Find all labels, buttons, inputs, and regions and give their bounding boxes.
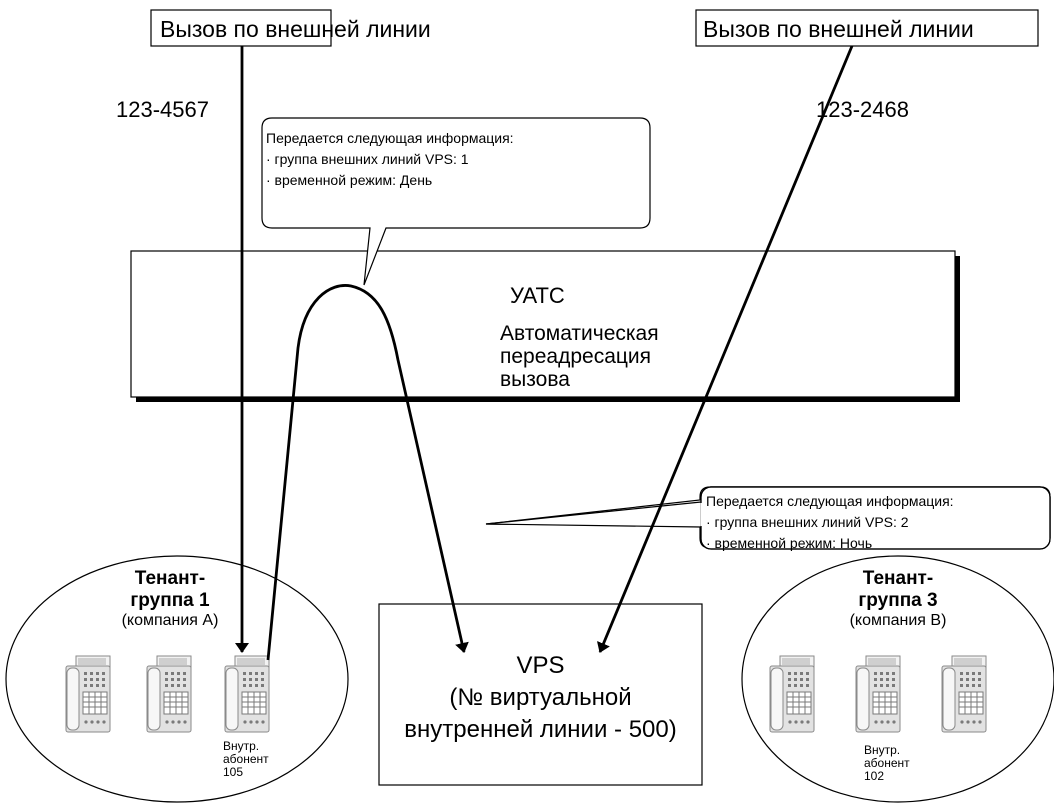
tenant-group-1-company: (компания A) (121, 612, 219, 629)
trunk-call-box-left (150, 9, 332, 47)
vps-label: VPS (№ виртуальной внутренней линии - 50… (379, 650, 702, 746)
call-forward-arrow (266, 284, 469, 661)
tenant-group-1-line1: Тенант- (134, 568, 206, 589)
phone-icon (941, 655, 987, 733)
phone-ext-102-icon (855, 655, 901, 733)
extension-105-line1: Внутр. (223, 739, 260, 753)
trunk-call-right-arrow (596, 45, 854, 653)
trunk-call-label-right: Вызов по внешней линии (703, 16, 974, 42)
tenant-group-3-line2: группа 3 (858, 590, 938, 611)
bubble-left-line2: · временной режим: День (266, 172, 433, 188)
extension-102-line1: Внутр. (864, 743, 901, 757)
bubble-left-title: Передается следующая информация: (266, 130, 514, 146)
info-bubble-left (261, 117, 651, 286)
bubble-right-title: Передается следующая информация: (706, 493, 954, 509)
bubble-right-text: Передается следующая информация: · групп… (706, 491, 954, 554)
extension-102-line2: абонент (864, 756, 910, 770)
extension-102-number: 102 (864, 769, 885, 783)
extension-105-label: Внутр. абонент 105 (223, 740, 269, 779)
pbx-description: Автоматическая переадресация вызова (500, 322, 659, 391)
pbx-line3: вызова (500, 368, 570, 391)
info-bubble-right-tail (485, 501, 702, 528)
pbx-title: УАТС (510, 283, 565, 308)
extension-102-label: Внутр. абонент 102 (864, 744, 910, 783)
tenant-group-3-company: (компания B) (849, 612, 947, 629)
vps-title: VPS (516, 652, 565, 679)
phone-icon (769, 655, 815, 733)
bubble-right-line1: · группа внешних линий VPS: 2 (706, 514, 909, 530)
tenant-group-3-line1: Тенант- (862, 568, 934, 589)
phone-icon (65, 655, 111, 733)
vps-line3: внутренней линии - 500) (404, 716, 677, 743)
trunk-call-box-right (695, 9, 1039, 47)
phone-ext-105-icon (224, 655, 270, 733)
tenant-group-1-label: Тенант- группа 1 (компания A) (100, 568, 240, 630)
vps-box (378, 603, 703, 786)
pbx-line2: переадресация (500, 345, 652, 368)
bubble-left-text: Передается следующая информация: · групп… (266, 128, 514, 191)
extension-105-number: 105 (223, 765, 244, 779)
phone-icon (146, 655, 192, 733)
pbx-line1: Автоматическая (500, 322, 659, 345)
bubble-left-line1: · группа внешних линий VPS: 1 (266, 151, 469, 167)
tenant-group-1-line2: группа 1 (130, 590, 210, 611)
tenant-group-3-label: Тенант- группа 3 (компания B) (828, 568, 968, 630)
extension-105-line2: абонент (223, 752, 269, 766)
bubble-right-line2: · временной режим: Ночь (706, 535, 873, 551)
phone-number-left: 123-4567 (116, 97, 209, 122)
trunk-call-label-left: Вызов по внешней линии (160, 16, 431, 42)
pbx-box (130, 250, 956, 398)
phone-number-right: 123-2468 (816, 97, 909, 122)
vps-line2: (№ виртуальной (449, 684, 632, 711)
